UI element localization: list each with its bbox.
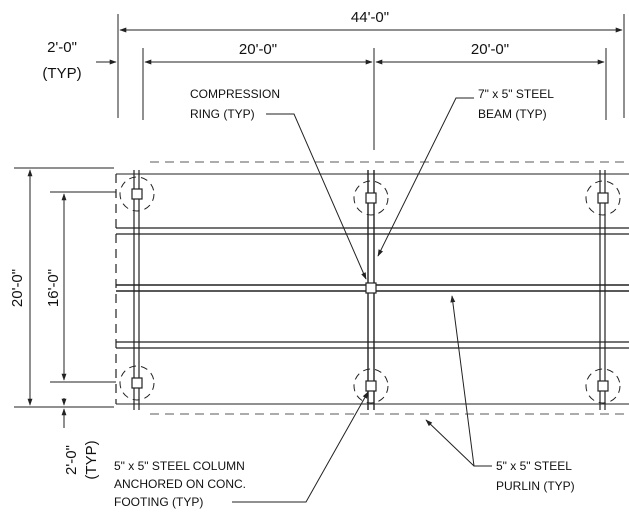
inner-depth-label: 16'-0": [45, 269, 62, 307]
overall-width-label: 44'-0": [351, 9, 389, 26]
callout-compression-ring: COMPRESSION RING (TYP): [190, 87, 367, 280]
purlin-label-line2: PURLIN (TYP): [496, 479, 575, 493]
column-footing: [353, 180, 389, 216]
overall-depth-label: 20'-0": [9, 269, 26, 307]
left-overhang-typ-label: (TYP): [42, 65, 81, 82]
beam-label-line1: 7" x 5" STEEL: [478, 87, 554, 101]
compression-ring-label-line1: COMPRESSION: [190, 87, 280, 101]
callout-column: 5" x 5" STEEL COLUMN ANCHORED ON CONC. F…: [114, 391, 369, 509]
purlin: [116, 341, 629, 349]
bay-dimensions: 20'-0" 20'-0": [142, 41, 607, 150]
column-label-line3: FOOTING (TYP): [114, 495, 203, 509]
callout-purlin: 5" x 5" STEEL PURLIN (TYP): [425, 295, 575, 493]
column-label-line1: 5" x 5" STEEL COLUMN: [114, 459, 245, 473]
bay-left-label: 20'-0": [239, 41, 277, 58]
column-footing: [353, 368, 389, 404]
roof-outline: [115, 161, 629, 415]
column-footing: [585, 368, 621, 404]
columns: [119, 176, 621, 404]
compression-ring: [365, 282, 377, 294]
bay-right-label: 20'-0": [471, 41, 509, 58]
column-label-line2: ANCHORED ON CONC.: [114, 477, 246, 491]
purlin-label-line1: 5" x 5" STEEL: [496, 459, 572, 473]
bottom-overhang-label: 2'-0": [63, 445, 80, 475]
depth-dimensions: 20'-0" 16'-0" 2'-0" (TYP): [9, 167, 116, 480]
left-overhang-label: 2'-0": [47, 39, 77, 56]
column-footing: [119, 176, 155, 212]
left-overhang-dimension: 2'-0" (TYP): [42, 39, 117, 82]
beam-label-line2: BEAM (TYP): [478, 107, 547, 121]
bottom-overhang-typ-label: (TYP): [83, 440, 100, 479]
beam-right: [599, 170, 606, 410]
purlin: [116, 227, 629, 235]
column-footing: [585, 180, 621, 216]
column-footing: [119, 365, 155, 401]
overall-width-dimension: 44'-0": [117, 9, 625, 118]
beam-left: [133, 170, 140, 410]
compression-ring-label-line2: RING (TYP): [190, 107, 255, 121]
callout-beam: 7" x 5" STEEL BEAM (TYP): [377, 87, 554, 257]
